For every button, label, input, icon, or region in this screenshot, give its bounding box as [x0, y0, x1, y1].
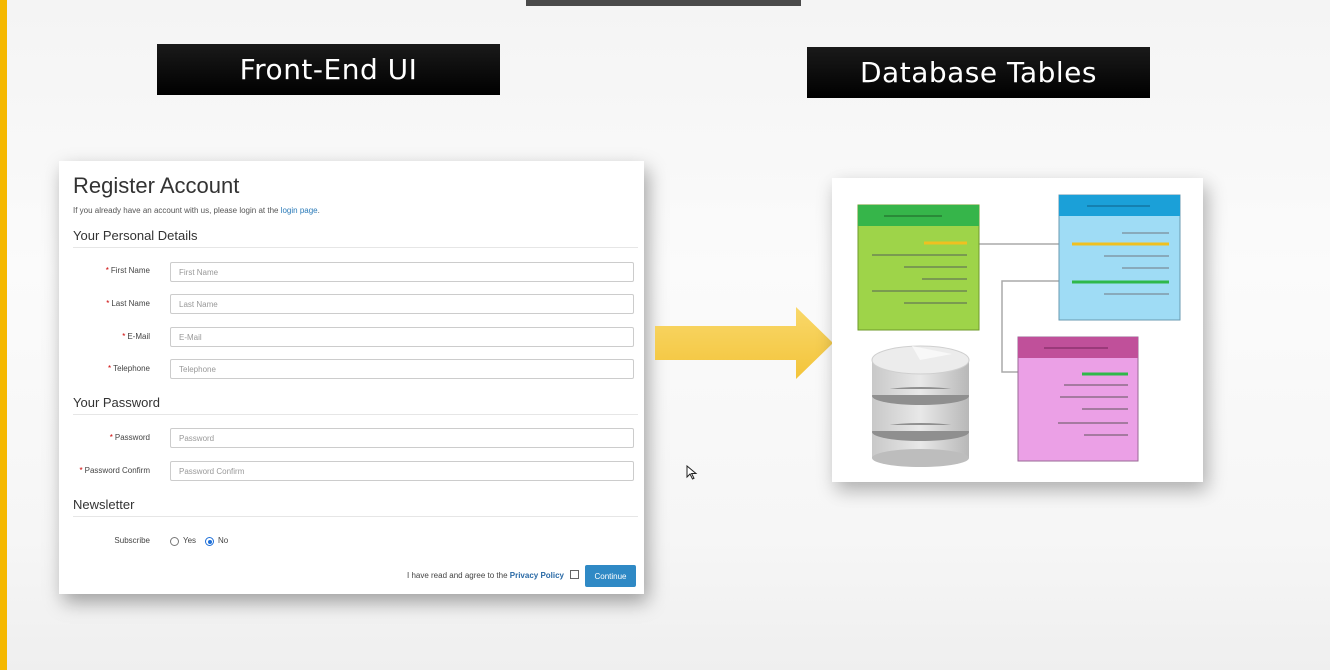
email-label-text: E-Mail [127, 332, 150, 341]
last-name-label-text: Last Name [111, 299, 150, 308]
blue-table-icon [1058, 194, 1181, 321]
section-divider [73, 247, 638, 248]
last-name-input[interactable]: Last Name [170, 294, 634, 314]
form-title: Register Account [73, 173, 240, 198]
agree-checkbox[interactable] [570, 570, 579, 579]
agree-text: I have read and agree to the Privacy Pol… [407, 571, 564, 580]
green-table-icon [857, 204, 980, 331]
agree-text-prefix: I have read and agree to the [407, 571, 510, 580]
pink-table-icon [1017, 336, 1139, 462]
password-confirm-label-text: Password Confirm [84, 466, 150, 475]
section-personal-details: Your Personal Details [73, 228, 198, 243]
form-subtitle: If you already have an account with us, … [73, 206, 320, 215]
register-form-card: Register Account If you already have an … [59, 161, 644, 594]
password-label-text: Password [114, 433, 150, 442]
password-confirm-label: *Password Confirm [80, 466, 150, 475]
left-accent-bar [0, 0, 7, 670]
form-subtitle-suffix: . [317, 206, 320, 215]
required-mark: * [109, 433, 113, 442]
first-name-input[interactable]: First Name [170, 262, 634, 282]
login-page-link[interactable]: login page [280, 206, 318, 215]
first-name-label-text: First Name [110, 266, 150, 275]
section-divider [73, 414, 638, 415]
database-icon [871, 345, 970, 467]
subscribe-yes-radio[interactable] [170, 537, 179, 546]
section-divider [73, 516, 638, 517]
database-tables-illustration [832, 178, 1203, 482]
required-mark: * [107, 364, 112, 373]
right-arrow-icon [655, 307, 835, 384]
required-mark: * [106, 299, 110, 308]
section-newsletter: Newsletter [73, 497, 135, 512]
password-label: *Password [110, 433, 150, 442]
email-label: *E-Mail [122, 332, 150, 341]
section-your-password: Your Password [73, 395, 160, 410]
subscribe-no-label: No [218, 536, 229, 545]
form-subtitle-text: If you already have an account with us, … [73, 206, 281, 215]
telephone-label: *Telephone [108, 364, 150, 373]
last-name-label: *Last Name [106, 299, 150, 308]
password-input[interactable]: Password [170, 428, 634, 448]
continue-button[interactable]: Continue [585, 565, 636, 587]
subscribe-no-radio[interactable] [205, 537, 214, 546]
top-divider-bar [526, 0, 801, 6]
subscribe-label: Subscribe [114, 536, 150, 545]
front-end-ui-banner: Front-End UI [157, 44, 500, 95]
mouse-cursor-icon [686, 464, 698, 486]
required-mark: * [79, 466, 83, 475]
password-confirm-input[interactable]: Password Confirm [170, 461, 634, 481]
required-mark: * [105, 266, 109, 275]
first-name-label: *First Name [106, 266, 150, 275]
required-mark: * [122, 332, 126, 341]
email-input[interactable]: E-Mail [170, 327, 634, 347]
subscribe-yes-label: Yes [183, 536, 197, 545]
database-tables-banner: Database Tables [807, 47, 1150, 98]
telephone-label-text: Telephone [113, 364, 150, 373]
privacy-policy-link[interactable]: Privacy Policy [509, 571, 565, 580]
telephone-input[interactable]: Telephone [170, 359, 634, 379]
